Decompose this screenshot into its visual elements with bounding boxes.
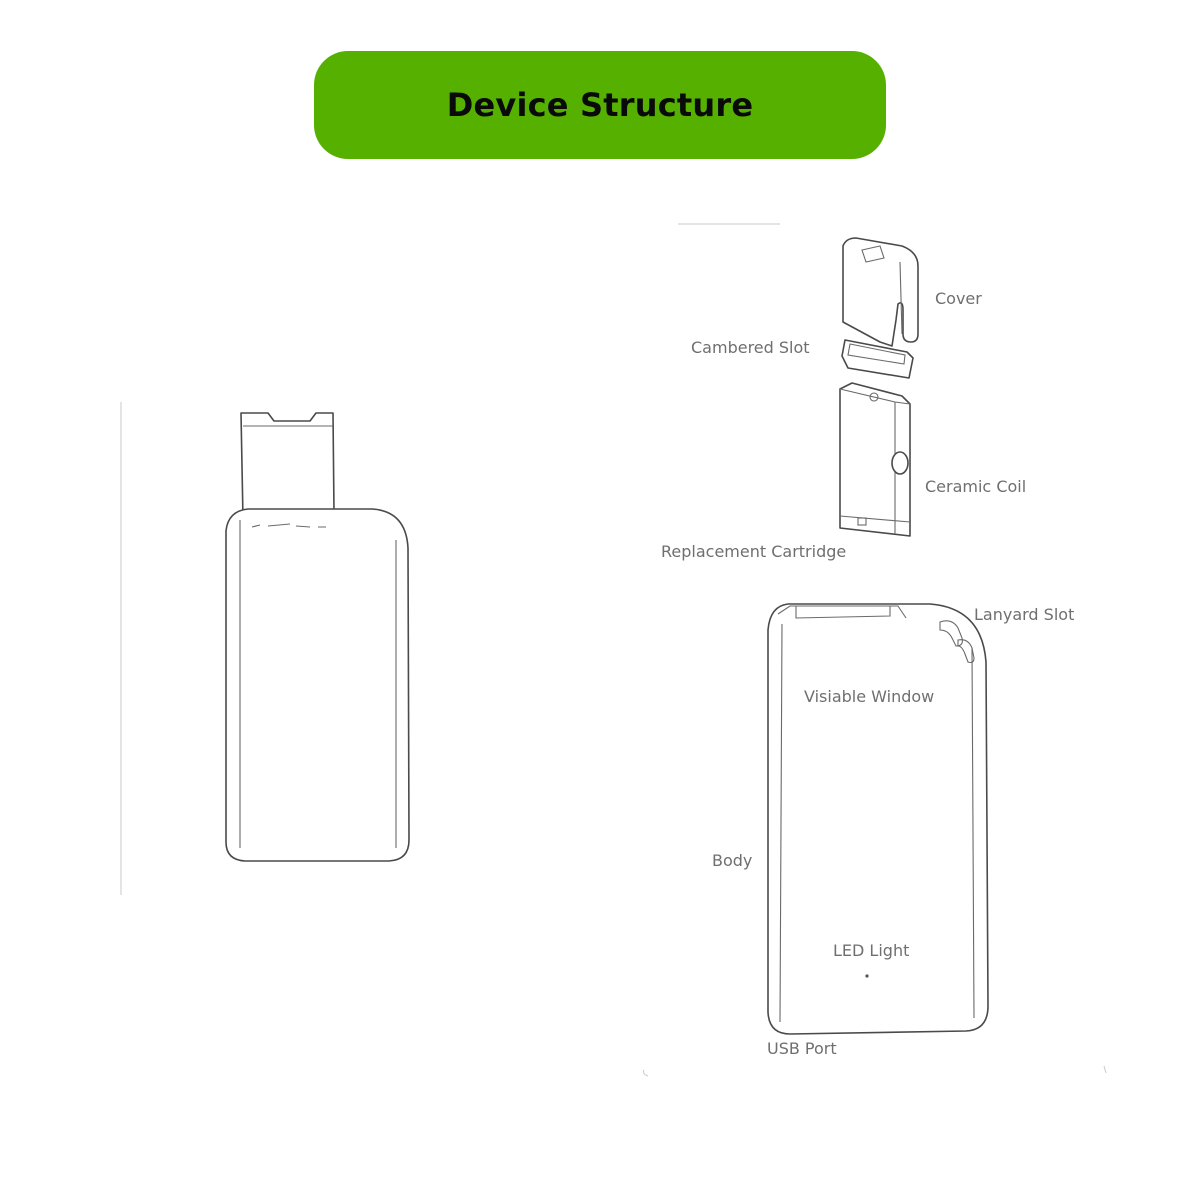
cambered-slot-part [841, 339, 914, 379]
cover-side-edge [899, 261, 903, 335]
exploded-body-outline [767, 603, 989, 1035]
label-visiable-window: Visiable Window [804, 687, 934, 706]
exploded-body-top-opening [795, 605, 891, 619]
lanyard-slot-mark [939, 620, 963, 647]
cover-top-opening [861, 245, 885, 263]
page-title: Device Structure [446, 86, 754, 124]
label-cover: Cover [935, 289, 982, 308]
lanyard-slot-mark-2 [957, 639, 975, 664]
cover-part [842, 237, 919, 347]
label-cambered-slot: Cambered Slot [691, 338, 810, 357]
exploded-body-left-edge [779, 623, 783, 1023]
label-replacement-cartridge: Replacement Cartridge [661, 542, 846, 561]
cartridge-top-hole [869, 392, 879, 402]
assembled-body-outline [225, 508, 410, 862]
assembled-cartridge-top [240, 412, 335, 520]
bottom-guide-right [1103, 1065, 1107, 1074]
title-banner: Device Structure [314, 51, 886, 159]
bottom-guide-left [643, 1069, 649, 1077]
exploded-body-right-edge [971, 647, 975, 1019]
led-light-dot [865, 974, 869, 978]
label-usb-port: USB Port [767, 1039, 837, 1058]
label-body: Body [712, 851, 752, 870]
ceramic-coil-knob [891, 451, 909, 475]
replacement-cartridge-part [839, 382, 911, 537]
assembled-device [225, 412, 410, 862]
label-led-light: LED Light [833, 941, 909, 960]
cartridge-contact [857, 517, 867, 526]
label-ceramic-coil: Ceramic Coil [925, 477, 1026, 496]
assembled-window-marks [251, 523, 326, 528]
cambered-slot-outline [841, 339, 914, 379]
label-lanyard-slot: Lanyard Slot [974, 605, 1074, 624]
cambered-slot-inner [847, 343, 906, 365]
cover-outline [842, 237, 919, 347]
cartridge-bottom-band [839, 515, 911, 523]
exploded-body [767, 603, 989, 1035]
